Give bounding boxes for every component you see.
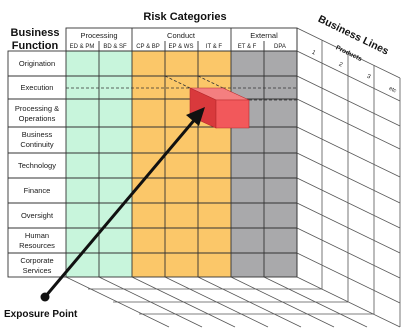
grid-lines xyxy=(7,27,298,278)
col-it-f: IT & F xyxy=(206,44,223,50)
row-human-resources-l2: Resources xyxy=(19,241,55,250)
col-cp-bp: CP & BP xyxy=(136,44,160,50)
row-technology: Technology xyxy=(18,161,56,170)
exposure-point-label: Exposure Point xyxy=(4,309,78,320)
business-line-3: 3 xyxy=(366,74,372,81)
row-processing-operations-l1: Processing & xyxy=(15,104,59,113)
row-processing-operations-l2: Operations xyxy=(19,114,56,123)
col-et-f: ET & F xyxy=(238,44,257,50)
depth-lines xyxy=(65,27,401,328)
row-corporate-services-l2: Services xyxy=(23,266,52,275)
exposure-arrow-line xyxy=(43,117,198,298)
row-origination: Origination xyxy=(19,59,55,68)
row-execution: Execution xyxy=(21,83,54,92)
dashed-guides xyxy=(66,75,297,101)
exposure-cube-front xyxy=(215,99,250,129)
row-finance: Finance xyxy=(24,186,51,195)
business-line-2: 2 xyxy=(338,62,344,69)
col-ed-pm: ED & PM xyxy=(70,44,95,50)
group-external: External xyxy=(250,31,278,40)
row-human-resources-l1: Human xyxy=(25,231,49,240)
exposure-point-dot xyxy=(40,292,50,302)
col-bd-sf: BD & SF xyxy=(103,44,127,50)
group-conduct: Conduct xyxy=(167,31,196,40)
risk-categories-title: Risk Categories xyxy=(143,11,226,23)
business-function-label-line2: Function xyxy=(12,40,59,52)
row-business-continuity-l2: Continuity xyxy=(20,140,54,149)
business-lines-title: Business Lines xyxy=(316,13,391,58)
col-dpa: DPA xyxy=(274,44,286,50)
row-corporate-services-l1: Corporate xyxy=(20,256,53,265)
group-processing: Processing xyxy=(80,31,117,40)
row-oversight: Oversight xyxy=(21,211,54,220)
row-business-continuity-l1: Business xyxy=(22,130,53,139)
col-ep-ws: EP & WS xyxy=(169,44,194,50)
business-line-1: 1 xyxy=(311,50,317,57)
business-function-label-line1: Business xyxy=(11,27,60,39)
business-line-etc: etc xyxy=(388,86,397,95)
products-label: Products xyxy=(334,44,363,63)
exposure-arrow-head xyxy=(186,107,205,126)
